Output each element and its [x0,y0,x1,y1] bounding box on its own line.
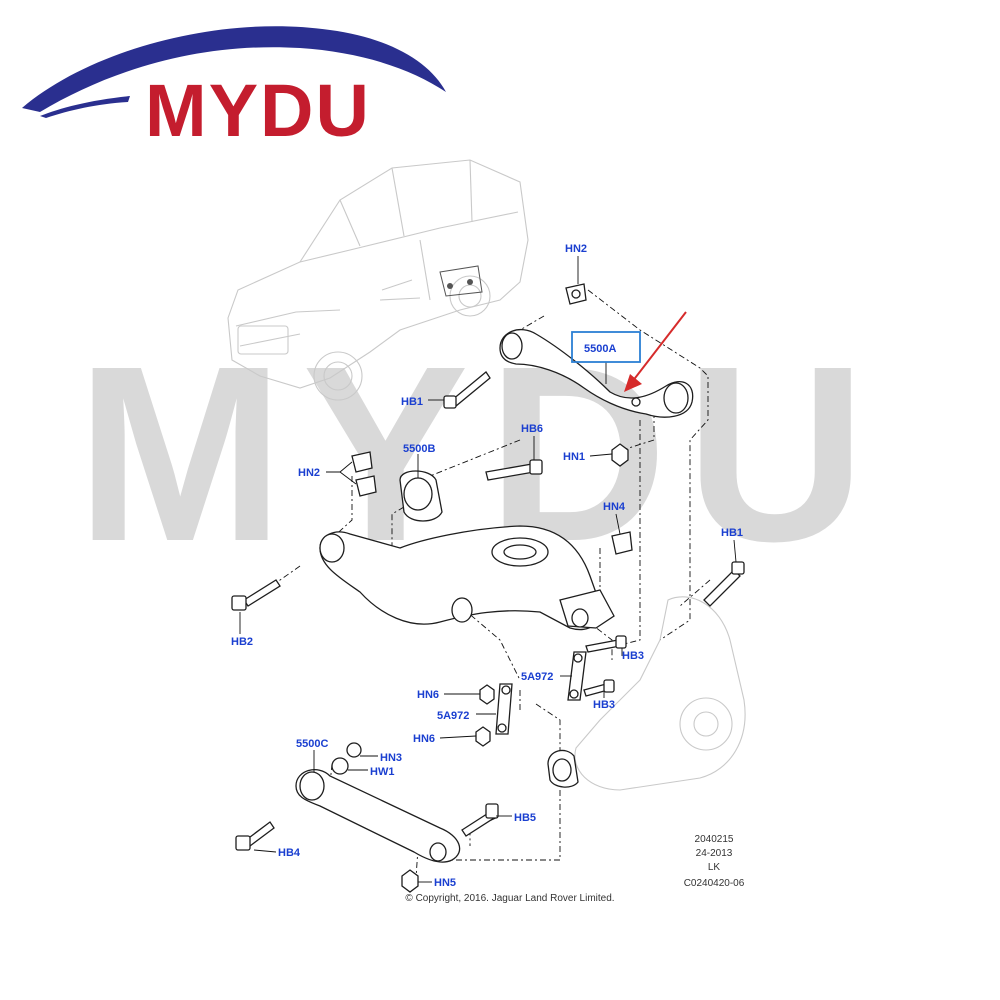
label-hw1: HW1 [370,766,394,778]
copyright-notice: © Copyright, 2016. Jaguar Land Rover Lim… [405,893,614,904]
pointer-arrow [624,311,687,392]
label-5a972-b: 5A972 [437,710,469,722]
bolt-hb5 [461,803,499,837]
label-hn6-a: HN6 [417,689,439,701]
label-hb5: HB5 [514,812,536,824]
reference-line-3: LK [708,862,721,873]
logo-text: MYDU [145,69,371,152]
bolt-hb4 [235,821,275,851]
reference-line-1: 2040215 [695,834,734,845]
reference-line-4: C0240420-06 [684,878,745,889]
label-5a972-a: 5A972 [521,671,553,683]
bolt-hb6 [485,459,543,481]
nut-hn5 [401,869,419,893]
bolt-hb3-a [585,635,627,653]
mydu-logo: MYDU [22,26,446,152]
leader-lines [239,256,737,883]
label-hn5: HN5 [434,877,456,889]
label-hn4: HN4 [603,501,626,513]
bolt-hb3-b [583,679,615,697]
bolt-hb1-left [443,371,491,409]
label-hn1: HN1 [563,451,585,463]
label-hb2: HB2 [231,636,253,648]
bolt-hb1-right [703,561,745,607]
label-hn6-b: HN6 [413,733,435,745]
lower-arm-5500c [295,742,461,863]
reference-line-2: 24-2013 [696,848,733,859]
knuckle [547,596,746,791]
toe-link-upper [567,651,587,701]
label-hb3-b: HB3 [593,699,615,711]
highlight-box-5500a [571,331,641,363]
subframe [319,470,615,631]
nut-hn2-top [565,283,587,305]
toe-link-lower [495,683,513,735]
logo-swoosh-underline [40,96,130,118]
label-hb1-left: HB1 [401,396,423,408]
label-hb4: HB4 [278,847,301,859]
upper-arm-5500a [499,329,694,418]
label-5500b: 5500B [403,443,435,455]
label-hb1-right: HB1 [721,527,743,539]
nut-hn6-a [479,684,495,705]
vehicle-outline [227,159,529,401]
label-5500c: 5500C [296,738,328,750]
nut-hn6-b [475,726,491,747]
label-hn3: HN3 [380,752,402,764]
bolt-hb2 [231,579,281,611]
label-hn2-left: HN2 [298,467,320,479]
label-hn2-top: HN2 [565,243,587,255]
label-hb3-a: HB3 [622,650,644,662]
nut-hn2-left [351,451,377,497]
label-hb6: HB6 [521,423,543,435]
nut-hn1 [611,443,629,467]
logo-swoosh [22,26,446,112]
nut-hn4 [611,531,633,555]
label-5500a: 5500A [584,343,616,355]
